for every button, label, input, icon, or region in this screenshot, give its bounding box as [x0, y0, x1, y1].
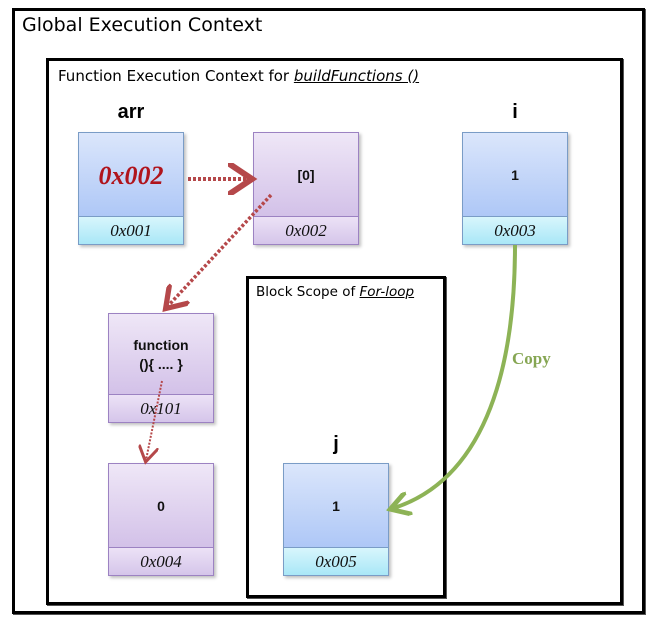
cell-value-i: 1	[511, 167, 519, 184]
cell-value-arr: 0x002	[98, 160, 164, 190]
variable-name-arr: arr	[117, 101, 145, 123]
memory-cell-function-object: function (){ .... } 0x101	[108, 313, 214, 423]
cell-address-j: 0x005	[284, 547, 388, 575]
cell-address-arr: 0x001	[79, 216, 183, 244]
function-value-line2: (){ .... }	[139, 356, 183, 372]
function-name: buildFunctions ()	[293, 67, 420, 85]
variable-name-j: j	[333, 433, 339, 455]
cell-value-j: 1	[332, 498, 340, 515]
function-execution-context	[46, 58, 623, 605]
global-context-title: Global Execution Context	[22, 14, 263, 36]
cell-address-number: 0x004	[109, 547, 213, 575]
function-context-title-prefix: Function Execution Context for	[58, 67, 294, 85]
cell-address-array: 0x002	[254, 216, 358, 244]
memory-cell-arr: 0x002 0x001	[78, 132, 184, 245]
function-context-title: Function Execution Context for buildFunc…	[58, 67, 419, 85]
block-scope-title-prefix: Block Scope of	[256, 284, 360, 300]
block-scope-name: For-loop	[359, 284, 415, 300]
copy-label: Copy	[512, 349, 551, 368]
memory-cell-j: 1 0x005	[283, 463, 389, 576]
memory-cell-i: 1 0x003	[462, 132, 568, 245]
memory-cell-number-object: 0 0x004	[108, 463, 214, 576]
variable-name-i: i	[512, 101, 518, 123]
global-execution-context	[12, 8, 645, 614]
block-scope-title: Block Scope of For-loop	[256, 284, 414, 300]
cell-value-number: 0	[157, 498, 165, 515]
cell-value-function: function (){ .... }	[109, 314, 213, 396]
function-value-line1: function	[133, 337, 189, 354]
memory-cell-array-object: [0] 0x002	[253, 132, 359, 245]
cell-address-i: 0x003	[463, 216, 567, 244]
cell-address-function: 0x101	[109, 394, 213, 422]
cell-value-array: [0]	[297, 167, 315, 184]
